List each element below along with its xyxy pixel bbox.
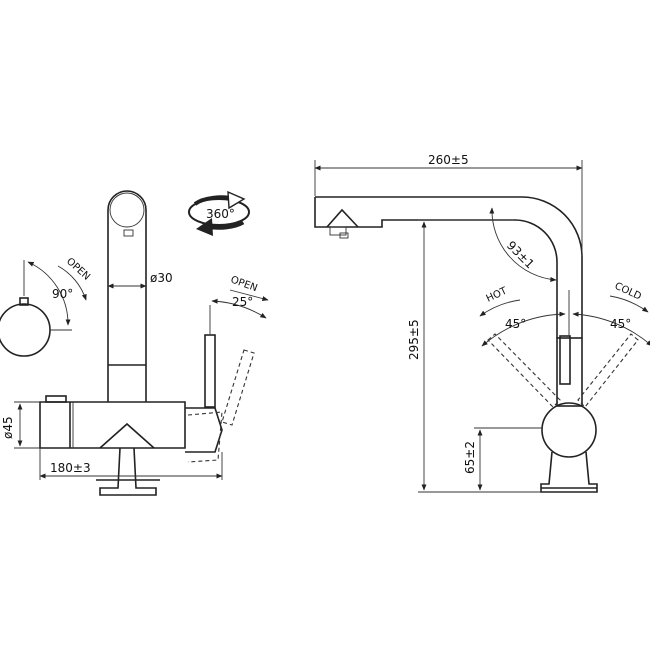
cold-angle-label: 45° — [610, 317, 631, 331]
lever-angle-label: 25° — [232, 295, 253, 309]
front-lever-positions — [487, 333, 639, 408]
height-dimension: 295±5 — [407, 219, 541, 493]
body-length-dimension: 180±3 — [39, 448, 223, 480]
spout-diameter-dimension: ø30 — [107, 271, 173, 289]
height-label: 295±5 — [407, 319, 421, 360]
swivel-indicator: 360° — [188, 190, 250, 236]
body-length-label: 180±3 — [50, 461, 91, 475]
knob-open-label: OPEN — [64, 256, 92, 283]
knob-rotation-label: 90° — [52, 287, 73, 301]
spout-angle-dimension: 93±1 — [489, 207, 557, 283]
base-height-label: 65±2 — [463, 441, 477, 474]
reach-label: 260±5 — [428, 153, 469, 167]
faucet-body — [39, 395, 186, 496]
spout-diameter-label: ø30 — [150, 271, 173, 285]
body-diameter-dimension: ø45 — [1, 401, 40, 449]
front-column — [540, 335, 598, 493]
side-view: ø30 25° OPEN — [0, 190, 269, 496]
side-lever — [185, 334, 223, 453]
swivel-label: 360° — [206, 207, 235, 221]
cold-label: COLD — [613, 281, 643, 303]
side-knob: 90° OPEN — [0, 256, 92, 357]
side-lever-open-position — [187, 349, 255, 463]
body-diameter-label: ø45 — [1, 416, 15, 439]
front-view: 45° 45° HOT COLD 93±1 260±5 — [314, 153, 650, 493]
hot-label: HOT — [485, 285, 510, 304]
spout-column — [107, 190, 147, 402]
hot-angle-label: 45° — [505, 317, 526, 331]
lever-angle-dimension: 25° OPEN — [209, 274, 269, 334]
reach-dimension: 260±5 — [314, 153, 583, 256]
base-height-dimension: 65±2 — [463, 427, 542, 491]
